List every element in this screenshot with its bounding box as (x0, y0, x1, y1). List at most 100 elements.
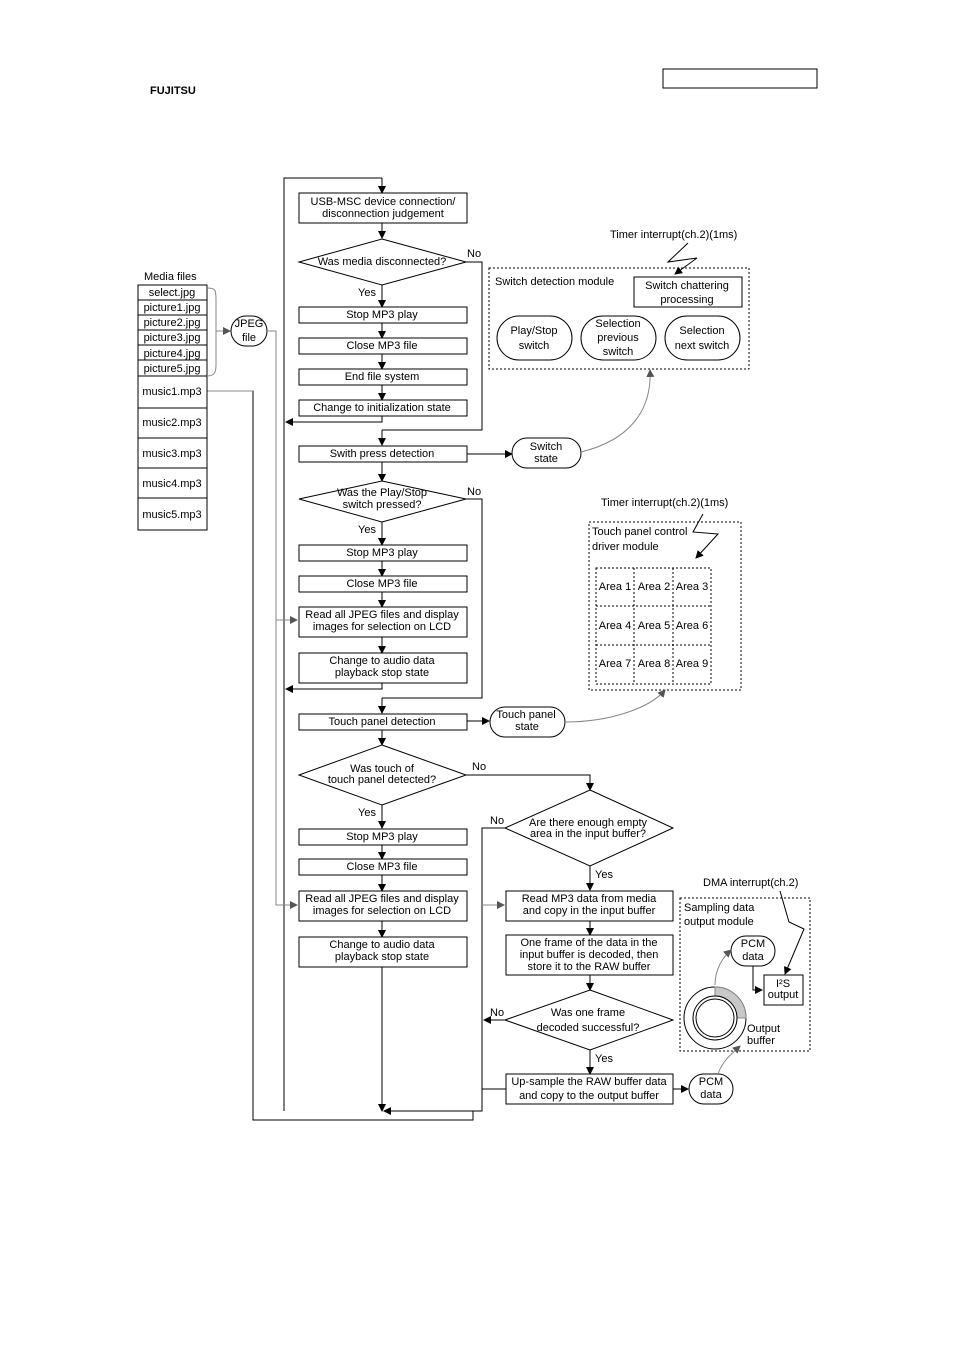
decode-text-1: One frame of the data in the (521, 937, 658, 949)
sel-prev-text-3: switch (603, 346, 634, 358)
output-title-1: Sampling data (684, 902, 755, 914)
selection-next-switch (664, 315, 741, 361)
init-state-box (298, 399, 468, 417)
area-3: Area 3 (676, 581, 708, 593)
upsample-text-1: Up-sample the RAW buffer data (511, 1076, 667, 1088)
read2-text-2: images for selection on LCD (313, 621, 451, 633)
chatter-text-2: processing (660, 294, 713, 306)
sel-next-text-2: next switch (675, 340, 729, 352)
touch-state-text-1: Touch panel (496, 709, 555, 721)
pcm-text-1: PCM (741, 938, 765, 950)
close1-text: Close MP3 file (347, 340, 418, 352)
pcm2-text-1: PCM (699, 1076, 723, 1088)
decode-text-3: store it to the RAW buffer (528, 961, 651, 973)
switch-state-text-2: state (534, 453, 558, 465)
end-file-system-box (298, 368, 468, 386)
sel-prev-text-2: previous (597, 332, 639, 344)
label-yes-2: Yes (358, 524, 376, 536)
jpg-file-list: select.jpg picture1.jpg picture2.jpg pic… (138, 287, 207, 521)
stop2-text: Stop MP3 play (346, 547, 418, 559)
file-music4-mp3: music4.mp3 (142, 478, 201, 490)
touch-timer-label: Timer interrupt(ch.2)(1ms) (601, 497, 728, 509)
upsample-text-2: and copy to the output buffer (519, 1090, 659, 1102)
close-mp3-box-3 (298, 858, 468, 876)
switch-timer-label: Timer interrupt(ch.2)(1ms) (610, 229, 737, 241)
sampling-output-module (679, 897, 811, 1052)
play-stop-switch (496, 315, 573, 361)
main-loop-line (283, 177, 382, 1111)
d-decoded-text-1: Was one frame (551, 1007, 625, 1019)
touch-title-2: driver module (592, 541, 659, 553)
stop-mp3-box-2 (298, 544, 468, 562)
touch-state-text-2: state (515, 721, 539, 733)
switch-detect-text: Swith press detection (330, 448, 435, 460)
label-no-2: No (467, 486, 481, 498)
switch-timer-bolt (666, 242, 698, 275)
d-touch-text-1: Was touch of (350, 763, 415, 775)
touch-title-1: Touch panel control (592, 526, 687, 538)
close2-text: Close MP3 file (347, 578, 418, 590)
area-6: Area 6 (676, 620, 708, 632)
file-music1-mp3: music1.mp3 (142, 386, 201, 398)
i2s-text-2: output (768, 989, 799, 1001)
label-yes-4: Yes (595, 869, 613, 881)
read2-text-1: Read all JPEG files and display (305, 609, 459, 621)
output-ring-buffer (683, 986, 747, 1050)
file-music2-mp3: music2.mp3 (142, 417, 201, 429)
read-mp3-text-2: and copy in the input buffer (523, 905, 656, 917)
audio2-text-2: playback stop state (335, 667, 429, 679)
audio2-text-1: Change to audio data (329, 655, 435, 667)
stop-mp3-box-1 (298, 306, 468, 324)
label-no-1: No (467, 248, 481, 260)
media-files-title: Media files (144, 271, 197, 283)
upsample-box (505, 1073, 674, 1105)
d-decoded-text-2: decoded successful? (537, 1022, 640, 1034)
chattering-box (633, 276, 743, 308)
dma-bolt (779, 890, 805, 975)
audio3-text-2: playback stop state (335, 951, 429, 963)
switch-module-title: Switch detection module (495, 276, 614, 288)
touch-area-grid: Area 1 Area 2 Area 3 Area 4 Area 5 Area … (595, 567, 712, 685)
label-yes-3: Yes (358, 807, 376, 819)
close-mp3-box-2 (298, 575, 468, 593)
usb-judgement-box (298, 192, 468, 224)
close-mp3-box-1 (298, 337, 468, 355)
decision-decoded (503, 989, 675, 1051)
dma-label: DMA interrupt(ch.2) (703, 877, 798, 889)
i2s-output-box (763, 974, 804, 1006)
output-buffer-text-2: buffer (747, 1035, 775, 1047)
file-picture4-jpg: picture4.jpg (144, 348, 201, 360)
stop3-text: Stop MP3 play (346, 831, 418, 843)
usb-text-2: disconnection judgement (322, 208, 444, 220)
audio3-text-1: Change to audio data (329, 939, 435, 951)
touch-detect-text: Touch panel detection (328, 716, 435, 728)
init-text: Change to initialization state (313, 402, 451, 414)
jpeg-bubble-text-1: JPEG (235, 318, 264, 330)
pcm-text-2: data (742, 951, 764, 963)
jpeg-bubble-text-2: file (242, 332, 256, 344)
pcm2-text-2: data (700, 1089, 722, 1101)
area-7: Area 7 (599, 658, 631, 670)
switch-detection-module (488, 267, 750, 370)
file-picture1-jpg: picture1.jpg (144, 302, 201, 314)
selection-previous-switch (580, 315, 657, 361)
i2s-text-1: I²S (776, 978, 790, 990)
label-no-3: No (472, 761, 486, 773)
usb-text-1: USB-MSC device connection/ (311, 196, 457, 208)
read-jpeg-box-3 (298, 890, 468, 922)
touch-timer-bolt (692, 513, 720, 559)
area-4: Area 4 (599, 620, 631, 632)
play-stop-text-2: switch (519, 340, 550, 352)
area-1: Area 1 (599, 581, 631, 593)
file-music3-mp3: music3.mp3 (142, 448, 201, 460)
file-picture5-jpg: picture5.jpg (144, 363, 201, 375)
file-select-jpg: select.jpg (149, 287, 195, 299)
read3-text-1: Read all JPEG files and display (305, 893, 459, 905)
audio-stop-box-3 (298, 936, 468, 968)
sel-next-text-1: Selection (679, 325, 724, 337)
label-no-4: No (490, 815, 504, 827)
play-stop-text-1: Play/Stop (510, 325, 557, 337)
label-yes-1: Yes (358, 287, 376, 299)
area-2: Area 2 (638, 581, 670, 593)
